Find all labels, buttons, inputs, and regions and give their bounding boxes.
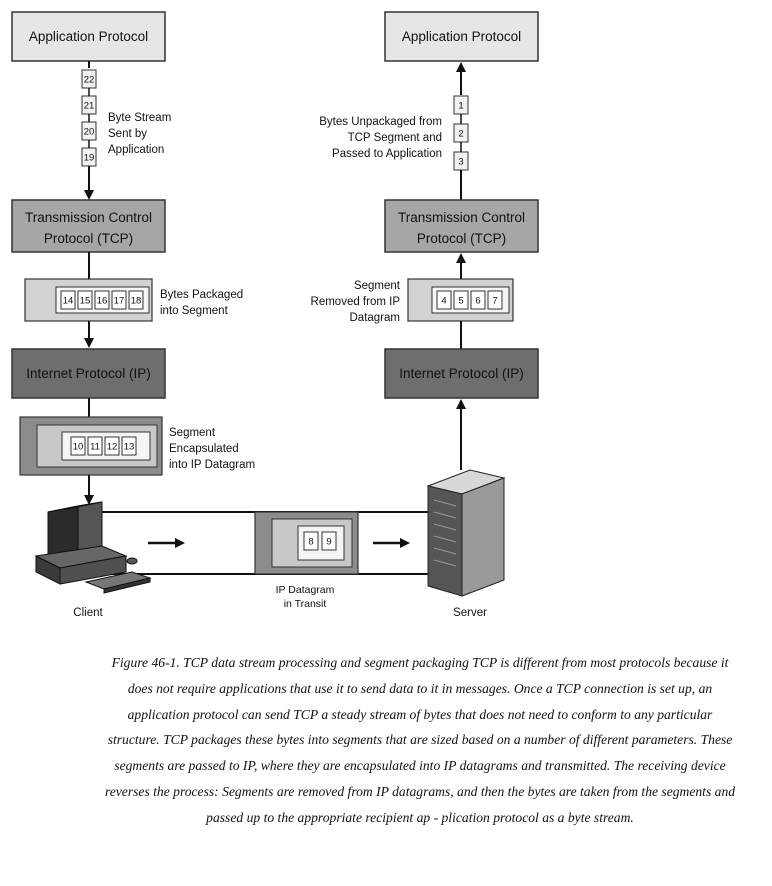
segment-byte: 14 bbox=[63, 296, 74, 307]
left-tcp-label-1: Transmission Control bbox=[25, 210, 152, 225]
left-datagram-label-2: Encapsulated bbox=[169, 443, 239, 455]
right-stream-label-2: TCP Segment and bbox=[348, 132, 442, 144]
right-segment-label-1: Segment bbox=[354, 280, 401, 292]
datagram-byte: 13 bbox=[124, 442, 135, 453]
server-icon bbox=[426, 469, 506, 597]
right-byte-stream: 1 2 3 bbox=[453, 95, 469, 171]
right-app-protocol-box bbox=[384, 11, 539, 62]
segment-byte-box bbox=[436, 290, 452, 310]
segment-byte-box bbox=[487, 290, 503, 310]
left-tcp-label-2: Protocol (TCP) bbox=[44, 231, 133, 246]
segment-byte-box bbox=[470, 290, 486, 310]
server-label: Server bbox=[453, 607, 487, 619]
stream-byte: 19 bbox=[84, 153, 95, 164]
diagram-canvas: Application Protocol 22 21 20 19 Byte St… bbox=[11, 11, 539, 619]
segment-byte: 7 bbox=[492, 296, 497, 307]
right-tcp-label-2: Protocol (TCP) bbox=[417, 231, 506, 246]
datagram-byte-box bbox=[121, 436, 137, 456]
right-stream-label-1: Bytes Unpackaged from bbox=[319, 116, 442, 128]
left-segment: 14 15 16 17 18 bbox=[24, 278, 153, 322]
left-app-protocol-label: Application Protocol bbox=[29, 29, 148, 44]
right-stream-label-3: Passed to Application bbox=[332, 148, 442, 160]
right-tcp-box bbox=[384, 199, 539, 253]
left-tcp-box bbox=[11, 199, 166, 253]
segment-byte: 18 bbox=[131, 296, 142, 307]
right-segment-label-2: Removed from IP bbox=[311, 296, 401, 308]
datagram-byte: 11 bbox=[90, 442, 100, 453]
left-app-protocol-box bbox=[11, 11, 166, 62]
stream-byte: 3 bbox=[458, 157, 463, 168]
left-datagram: 10 11 12 13 bbox=[19, 416, 163, 476]
datagram-byte: 12 bbox=[107, 442, 118, 453]
left-ip-box bbox=[11, 348, 166, 399]
stream-byte: 21 bbox=[84, 101, 95, 112]
figure-caption: Figure 46-1. TCP data stream processing … bbox=[104, 655, 736, 825]
transit-datagram: 8 9 bbox=[254, 511, 359, 575]
tcp-diagram: Application Protocol 22 21 20 19 Byte St… bbox=[11, 11, 539, 619]
transit-byte: 9 bbox=[326, 537, 331, 548]
stream-byte: 1 bbox=[458, 101, 463, 112]
segment-byte-box bbox=[111, 290, 127, 310]
left-ip-label: Internet Protocol (IP) bbox=[26, 366, 151, 381]
client-computer-icon bbox=[34, 501, 152, 594]
left-stream-label-1: Byte Stream bbox=[108, 112, 171, 124]
transit-label-1: IP Datagram bbox=[276, 584, 335, 596]
segment-byte: 4 bbox=[441, 296, 446, 307]
segment-byte: 6 bbox=[475, 296, 480, 307]
datagram-byte-box bbox=[104, 436, 120, 456]
right-segment: 4 5 6 7 bbox=[407, 278, 514, 322]
datagram-byte: 10 bbox=[73, 442, 84, 453]
segment-byte: 15 bbox=[80, 296, 91, 307]
segment-byte-box bbox=[453, 290, 469, 310]
right-segment-label-3: Datagram bbox=[350, 312, 401, 324]
segment-byte: 17 bbox=[114, 296, 125, 307]
segment-byte-box bbox=[128, 290, 144, 310]
transit-byte-box bbox=[303, 531, 319, 551]
segment-byte-box bbox=[60, 290, 76, 310]
datagram-byte-box bbox=[87, 436, 103, 456]
transit-byte-box bbox=[321, 531, 337, 551]
transit-label-2: in Transit bbox=[284, 598, 327, 610]
left-datagram-label-1: Segment bbox=[169, 427, 216, 439]
right-app-protocol-label: Application Protocol bbox=[402, 29, 521, 44]
datagram-byte-box bbox=[70, 436, 86, 456]
segment-byte: 16 bbox=[97, 296, 108, 307]
stream-byte: 22 bbox=[84, 75, 95, 86]
right-tcp-label-1: Transmission Control bbox=[398, 210, 525, 225]
transit-byte: 8 bbox=[308, 537, 313, 548]
segment-byte-box bbox=[94, 290, 110, 310]
left-stream-label-2: Sent by bbox=[108, 128, 147, 140]
segment-byte: 5 bbox=[458, 296, 463, 307]
left-segment-label-2: into Segment bbox=[160, 305, 229, 317]
right-ip-label: Internet Protocol (IP) bbox=[399, 366, 524, 381]
left-stream-label-3: Application bbox=[108, 144, 164, 156]
client-label: Client bbox=[73, 607, 103, 619]
left-datagram-label-3: into IP Datagram bbox=[169, 459, 255, 471]
left-segment-label-1: Bytes Packaged bbox=[160, 289, 243, 301]
stream-byte: 2 bbox=[458, 129, 463, 140]
stream-byte: 20 bbox=[84, 127, 95, 138]
segment-byte-box bbox=[77, 290, 93, 310]
left-byte-stream: 22 21 20 19 bbox=[81, 69, 97, 167]
right-ip-box bbox=[384, 348, 539, 399]
